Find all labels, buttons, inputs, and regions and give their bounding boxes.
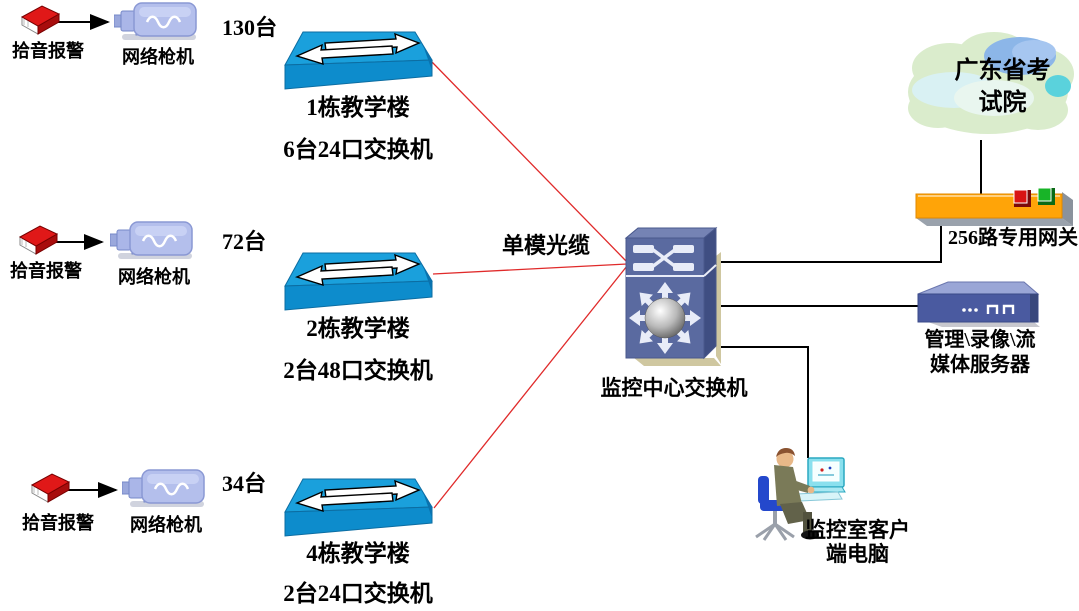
- camera-count: 130台: [222, 15, 278, 40]
- core-switch-label: 监控中心交换机: [600, 376, 748, 400]
- radiating-arrows: [629, 282, 701, 354]
- alarm-icon: [26, 472, 72, 508]
- camera-label: 网络枪机: [118, 267, 190, 287]
- switch-info-label: 2台24口交换机: [283, 581, 433, 606]
- server-icon: [917, 281, 1040, 327]
- access-switch-icon: [281, 251, 433, 315]
- camera-label: 网络枪机: [122, 47, 194, 67]
- client-label-line1: 监控室客户: [805, 518, 910, 542]
- alarm-icon: [14, 224, 60, 260]
- fiber-label: 单模光缆: [502, 233, 591, 258]
- access-switch-icon: [281, 477, 433, 541]
- monitor: [795, 457, 846, 502]
- camera-count: 34台: [222, 471, 267, 496]
- operator-workstation-icon: [755, 448, 846, 541]
- server-label-line1: 管理\录像\流: [924, 329, 1036, 351]
- camera-icon: [114, 2, 198, 42]
- building-label: 2栋教学楼: [306, 316, 410, 341]
- alarm-label: 拾音报警: [12, 41, 84, 61]
- fiber-links: [431, 61, 628, 509]
- person: [774, 448, 819, 540]
- camera-icon: [110, 221, 194, 261]
- switch-info-label: 2台48口交换机: [283, 358, 433, 383]
- switch-info-label: 6台24口交换机: [283, 137, 433, 162]
- server-label-line2: 媒体服务器: [930, 354, 1030, 376]
- building-label: 4栋教学楼: [306, 541, 410, 566]
- cloud-icon: [908, 32, 1074, 134]
- cloud-label-line1: 广东省考: [954, 58, 1051, 84]
- client-label-line2: 端电脑: [826, 542, 889, 566]
- access-switch-icon: [281, 30, 433, 94]
- camera-count: 72台: [222, 229, 267, 254]
- core-switch-icon: [624, 226, 721, 366]
- camera-label: 网络枪机: [130, 515, 202, 535]
- gateway-icon: [915, 187, 1073, 226]
- gateway-label: 256路专用网关: [948, 227, 1078, 249]
- building-label: 1栋教学楼: [306, 95, 410, 120]
- alarm-icon: [16, 4, 62, 40]
- alarm-label: 拾音报警: [22, 513, 94, 533]
- cloud-label-line2: 试院: [978, 90, 1027, 116]
- alarm-label: 拾音报警: [10, 261, 82, 281]
- camera-icon: [122, 469, 206, 509]
